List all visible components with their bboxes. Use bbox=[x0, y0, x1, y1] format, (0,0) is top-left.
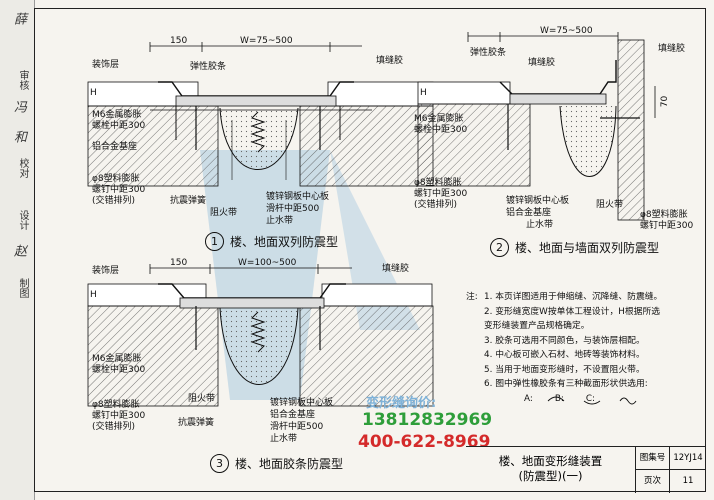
d1-label-pin: φ8塑料膨胀 bbox=[92, 174, 140, 184]
detail-3-drawing bbox=[87, 264, 434, 407]
atlas-no-value: 12YJ14 bbox=[670, 447, 706, 470]
d3-label-sealant: 填缝胶 bbox=[382, 264, 410, 274]
d2-label-fire: 阻火带 bbox=[596, 200, 624, 210]
shape-a-label: A: bbox=[524, 393, 533, 404]
strip-cell-check: 校对 bbox=[17, 158, 28, 178]
d2-label-sealant2: 填缝胶 bbox=[658, 44, 686, 54]
note-6: 6. 图中弹性橡胶条有三种截面形状供选用: bbox=[484, 379, 648, 389]
dim-w-3: W=100~500 bbox=[238, 258, 297, 268]
d3-label-water: 止水带 bbox=[270, 434, 298, 444]
d1-label-water: 止水带 bbox=[266, 216, 294, 226]
d1-label-sealant: 填缝胶 bbox=[376, 56, 404, 66]
d1-label-rod: 滑杆中距500 bbox=[266, 204, 320, 214]
dim-w-1: W=75~500 bbox=[240, 36, 293, 46]
detail-2-title: 楼、地面与墙面双列防震型 bbox=[515, 241, 660, 255]
d2-label-pinc: (交错排列) bbox=[414, 200, 458, 210]
dim-w-2: W=75~500 bbox=[540, 26, 593, 36]
notes-heading: 注: bbox=[466, 292, 478, 302]
dim-h-2: H bbox=[420, 88, 427, 98]
detail-1-number: 1 bbox=[205, 232, 224, 251]
shape-c-label: C: bbox=[585, 393, 595, 404]
d3-label-m6b: 螺栓中距300 bbox=[92, 365, 146, 375]
d3-label-pinc: (交错排列) bbox=[92, 422, 136, 432]
d1-label-m6b: 螺栓中距300 bbox=[92, 121, 146, 131]
note-2: 2. 变形缝宽度W按单体工程设计，H根据所选 bbox=[484, 306, 661, 317]
note-2-cont: 变形缝装置产品规格确定。 bbox=[484, 321, 590, 331]
d2-label-alum: 铝合金基座 bbox=[506, 208, 552, 218]
d1-label-fire: 阻火带 bbox=[210, 208, 238, 218]
dim-h-1: H bbox=[90, 88, 97, 98]
d2-label-m6: M6金属膨胀 bbox=[414, 114, 464, 124]
dim-70: 70 bbox=[660, 95, 671, 108]
d3-label-pinb: 螺钉中距300 bbox=[92, 411, 146, 421]
drawing-frame bbox=[34, 8, 706, 492]
atlas-no-label: 图集号 bbox=[636, 447, 670, 470]
d3-label-rod: 滑杆中距500 bbox=[270, 422, 324, 432]
d3-label-decor: 装饰层 bbox=[92, 266, 120, 276]
detail-2-drawing bbox=[417, 32, 656, 221]
detail-3-title: 楼、地面胶条防震型 bbox=[235, 457, 344, 471]
d2-label-pin2b: 螺钉中距300 bbox=[640, 221, 694, 231]
d1-label-alum: 铝合金基座 bbox=[92, 142, 138, 152]
approval-strip: 制图 审核 校对 设计 薛 冯 和 赵 bbox=[0, 0, 35, 500]
detail-1-caption: 1 楼、地面双列防震型 bbox=[205, 232, 338, 251]
detail-1-drawing bbox=[87, 42, 434, 187]
d1-label-decor: 装饰层 bbox=[92, 60, 120, 70]
detail-2-caption: 2 楼、地面与墙面双列防震型 bbox=[490, 238, 659, 257]
title-block: 楼、地面变形缝装置 (防震型)(一) 图集号 12YJ14 页次 11 bbox=[466, 446, 706, 493]
note-3: 3. 胶条可选用不同颜色，与装饰层相配。 bbox=[484, 335, 645, 346]
watermark-phone-1: 13812832969 bbox=[362, 410, 493, 430]
watermark-phone-2: 400-622-8969 bbox=[358, 432, 491, 452]
detail-2-number: 2 bbox=[490, 238, 509, 257]
d3-label-spring: 抗震弹簧 bbox=[178, 418, 215, 428]
d2-label-water: 止水带 bbox=[526, 220, 554, 230]
d2-label-sealant: 填缝胶 bbox=[528, 58, 556, 68]
general-notes: 注: 1. 本页详图适用于伸缩缝、沉降缝、防震缝。 2. 变形缝宽度W按单体工程… bbox=[466, 290, 702, 406]
d1-label-spring: 抗震弹簧 bbox=[170, 196, 207, 206]
strip-cell-design: 设计 bbox=[17, 210, 28, 230]
signature-2: 冯 bbox=[11, 100, 26, 113]
d1-label-m6: M6金属膨胀 bbox=[92, 110, 142, 120]
dim-h-3: H bbox=[90, 290, 97, 300]
title-block-title: 楼、地面变形缝装置 (防震型)(一) bbox=[466, 447, 636, 493]
d2-label-pinb: 螺钉中距300 bbox=[414, 189, 468, 199]
d1-label-plate: 镀锌钢板中心板 bbox=[266, 192, 330, 202]
d3-label-plate: 镀锌钢板中心板 bbox=[270, 398, 334, 408]
d2-label-pin: φ8塑料膨胀 bbox=[414, 178, 462, 188]
detail-3-caption: 3 楼、地面胶条防震型 bbox=[210, 454, 343, 473]
strip-cell-review: 审核 bbox=[17, 70, 28, 90]
d2-label-plate: 镀锌钢板中心板 bbox=[506, 196, 570, 206]
dim-150-3: 150 bbox=[170, 258, 188, 268]
d3-label-m6: M6金属膨胀 bbox=[92, 354, 142, 364]
strip-cell-drawing: 制图 bbox=[17, 278, 28, 298]
page-no-label: 页次 bbox=[636, 470, 670, 493]
detail-1-title: 楼、地面双列防震型 bbox=[230, 235, 339, 249]
signature-4: 赵 bbox=[11, 244, 26, 257]
drawing-title-line2: (防震型)(一) bbox=[518, 469, 583, 483]
d3-label-alum: 铝合金基座 bbox=[270, 410, 316, 420]
detail-3-number: 3 bbox=[210, 454, 229, 473]
dim-150-1: 150 bbox=[170, 36, 188, 46]
d2-label-elastic: 弹性胶条 bbox=[470, 48, 507, 58]
rubber-shapes bbox=[547, 396, 637, 405]
d2-label-pin2: φ8塑料膨胀 bbox=[640, 210, 688, 220]
signature-3: 和 bbox=[11, 130, 26, 143]
d3-label-pin: φ8塑料膨胀 bbox=[92, 400, 140, 410]
drawing-title-line1: 楼、地面变形缝装置 bbox=[498, 454, 603, 468]
note-1: 1. 本页详图适用于伸缩缝、沉降缝、防震缝。 bbox=[484, 292, 663, 302]
note-5: 5. 当用于地面变形缝时，不设置阻火带。 bbox=[484, 364, 645, 375]
page-no-value: 11 bbox=[682, 476, 694, 486]
d2-label-m6b: 螺栓中距300 bbox=[414, 125, 468, 135]
d1-label-pinb: 螺钉中距300 bbox=[92, 185, 146, 195]
note-4: 4. 中心板可嵌入石材、地砖等装饰材料。 bbox=[484, 350, 645, 360]
signature-1: 薛 bbox=[11, 12, 26, 25]
shape-b-label: B: bbox=[554, 393, 564, 404]
d3-label-fire: 阻火带 bbox=[188, 394, 216, 404]
d1-label-elastic: 弹性胶条 bbox=[190, 62, 227, 72]
d1-label-pinc: (交错排列) bbox=[92, 196, 136, 206]
watermark-title: 变形缝询价: bbox=[366, 396, 437, 411]
